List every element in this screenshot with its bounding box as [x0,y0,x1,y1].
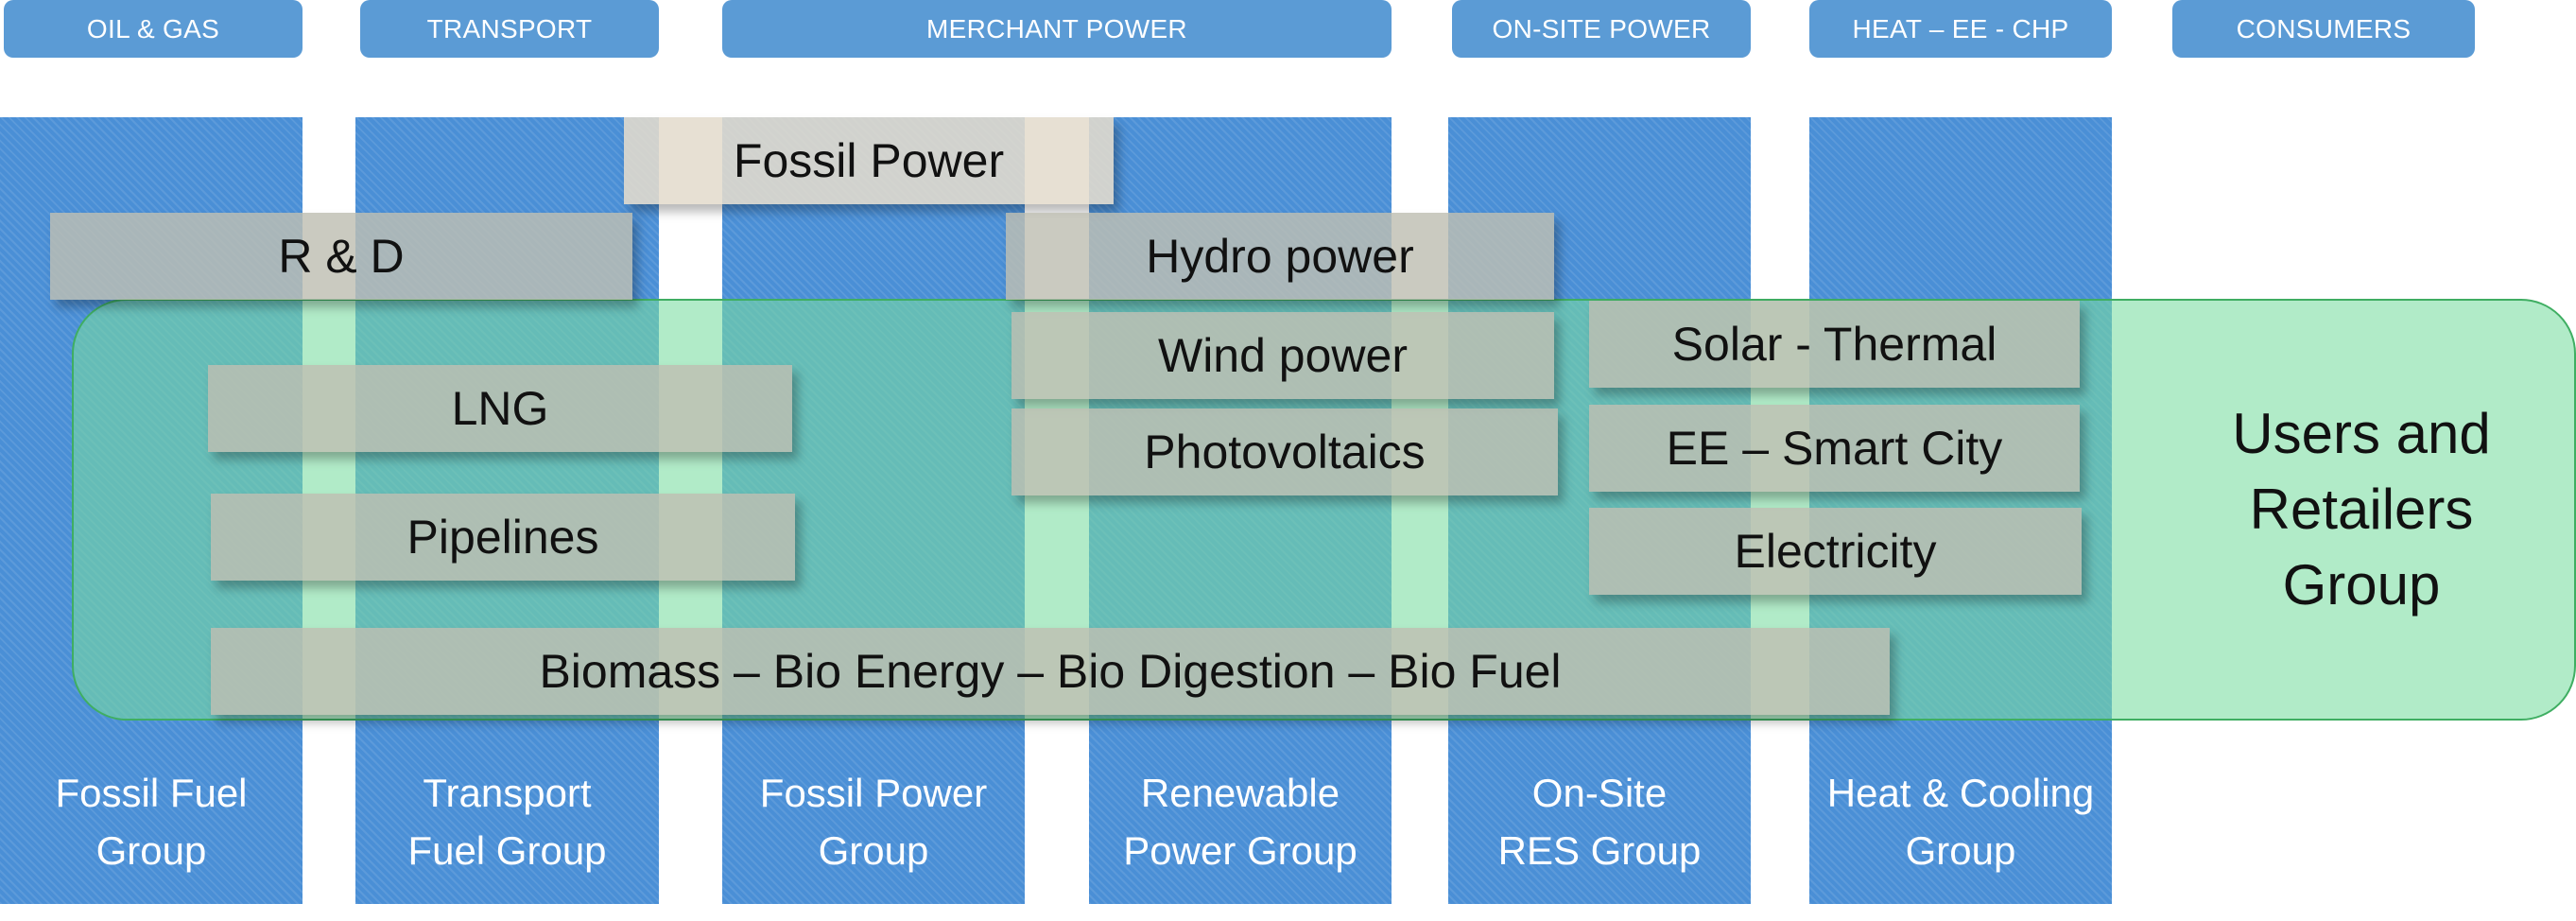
box-pipelines: Pipelines [211,494,795,581]
box-solar-thermal: Solar - Thermal [1589,301,2080,388]
band-label: Users and Retailers Group [2149,301,2574,719]
header-consumers: CONSUMERS [2172,0,2475,58]
column-label-line1: Transport [423,771,592,815]
header-oil-gas: OIL & GAS [4,0,303,58]
box-hydro-power: Hydro power [1006,213,1554,300]
column-label-line2: RES Group [1497,828,1702,873]
header-on-site-power: ON-SITE POWER [1452,0,1751,58]
column-label-line2: Power Group [1123,828,1357,873]
column-label-line1: Renewable [1140,771,1340,815]
header-heat-ee-chp: HEAT – EE - CHP [1809,0,2112,58]
column-label: Transport Fuel Group [355,764,659,879]
header-transport: TRANSPORT [360,0,659,58]
column-label: Fossil Fuel Group [0,764,303,879]
column-label: On-Site RES Group [1448,764,1751,879]
column-label-line2: Group [1905,828,2016,873]
band-label-line1: Users and [2232,402,2491,465]
box-electricity: Electricity [1589,508,2082,595]
column-label: Fossil Power Group [722,764,1025,879]
band-label-line2: Retailers [2249,478,2474,541]
column-label-line2: Group [95,828,207,873]
box-biomass: Biomass – Bio Energy – Bio Digestion – B… [211,628,1890,715]
column-label-line1: Heat & Cooling [1826,771,2095,815]
column-label: Heat & Cooling Group [1809,764,2112,879]
column-label-line1: Fossil Fuel [55,771,248,815]
column-label: Renewable Power Group [1089,764,1392,879]
band-label-line3: Group [2282,553,2441,617]
box-wind-power: Wind power [1011,312,1554,399]
column-label-line1: Fossil Power [759,771,988,815]
box-lng: LNG [208,365,792,452]
box-r-and-d: R & D [50,213,632,300]
column-label-line2: Fuel Group [407,828,607,873]
box-photovoltaics: Photovoltaics [1011,408,1558,495]
column-label-line2: Group [818,828,929,873]
header-merchant-power: MERCHANT POWER [722,0,1392,58]
box-ee-smart-city: EE – Smart City [1589,405,2080,492]
column-label-line1: On-Site [1531,771,1668,815]
box-fossil-power: Fossil Power [624,117,1114,204]
